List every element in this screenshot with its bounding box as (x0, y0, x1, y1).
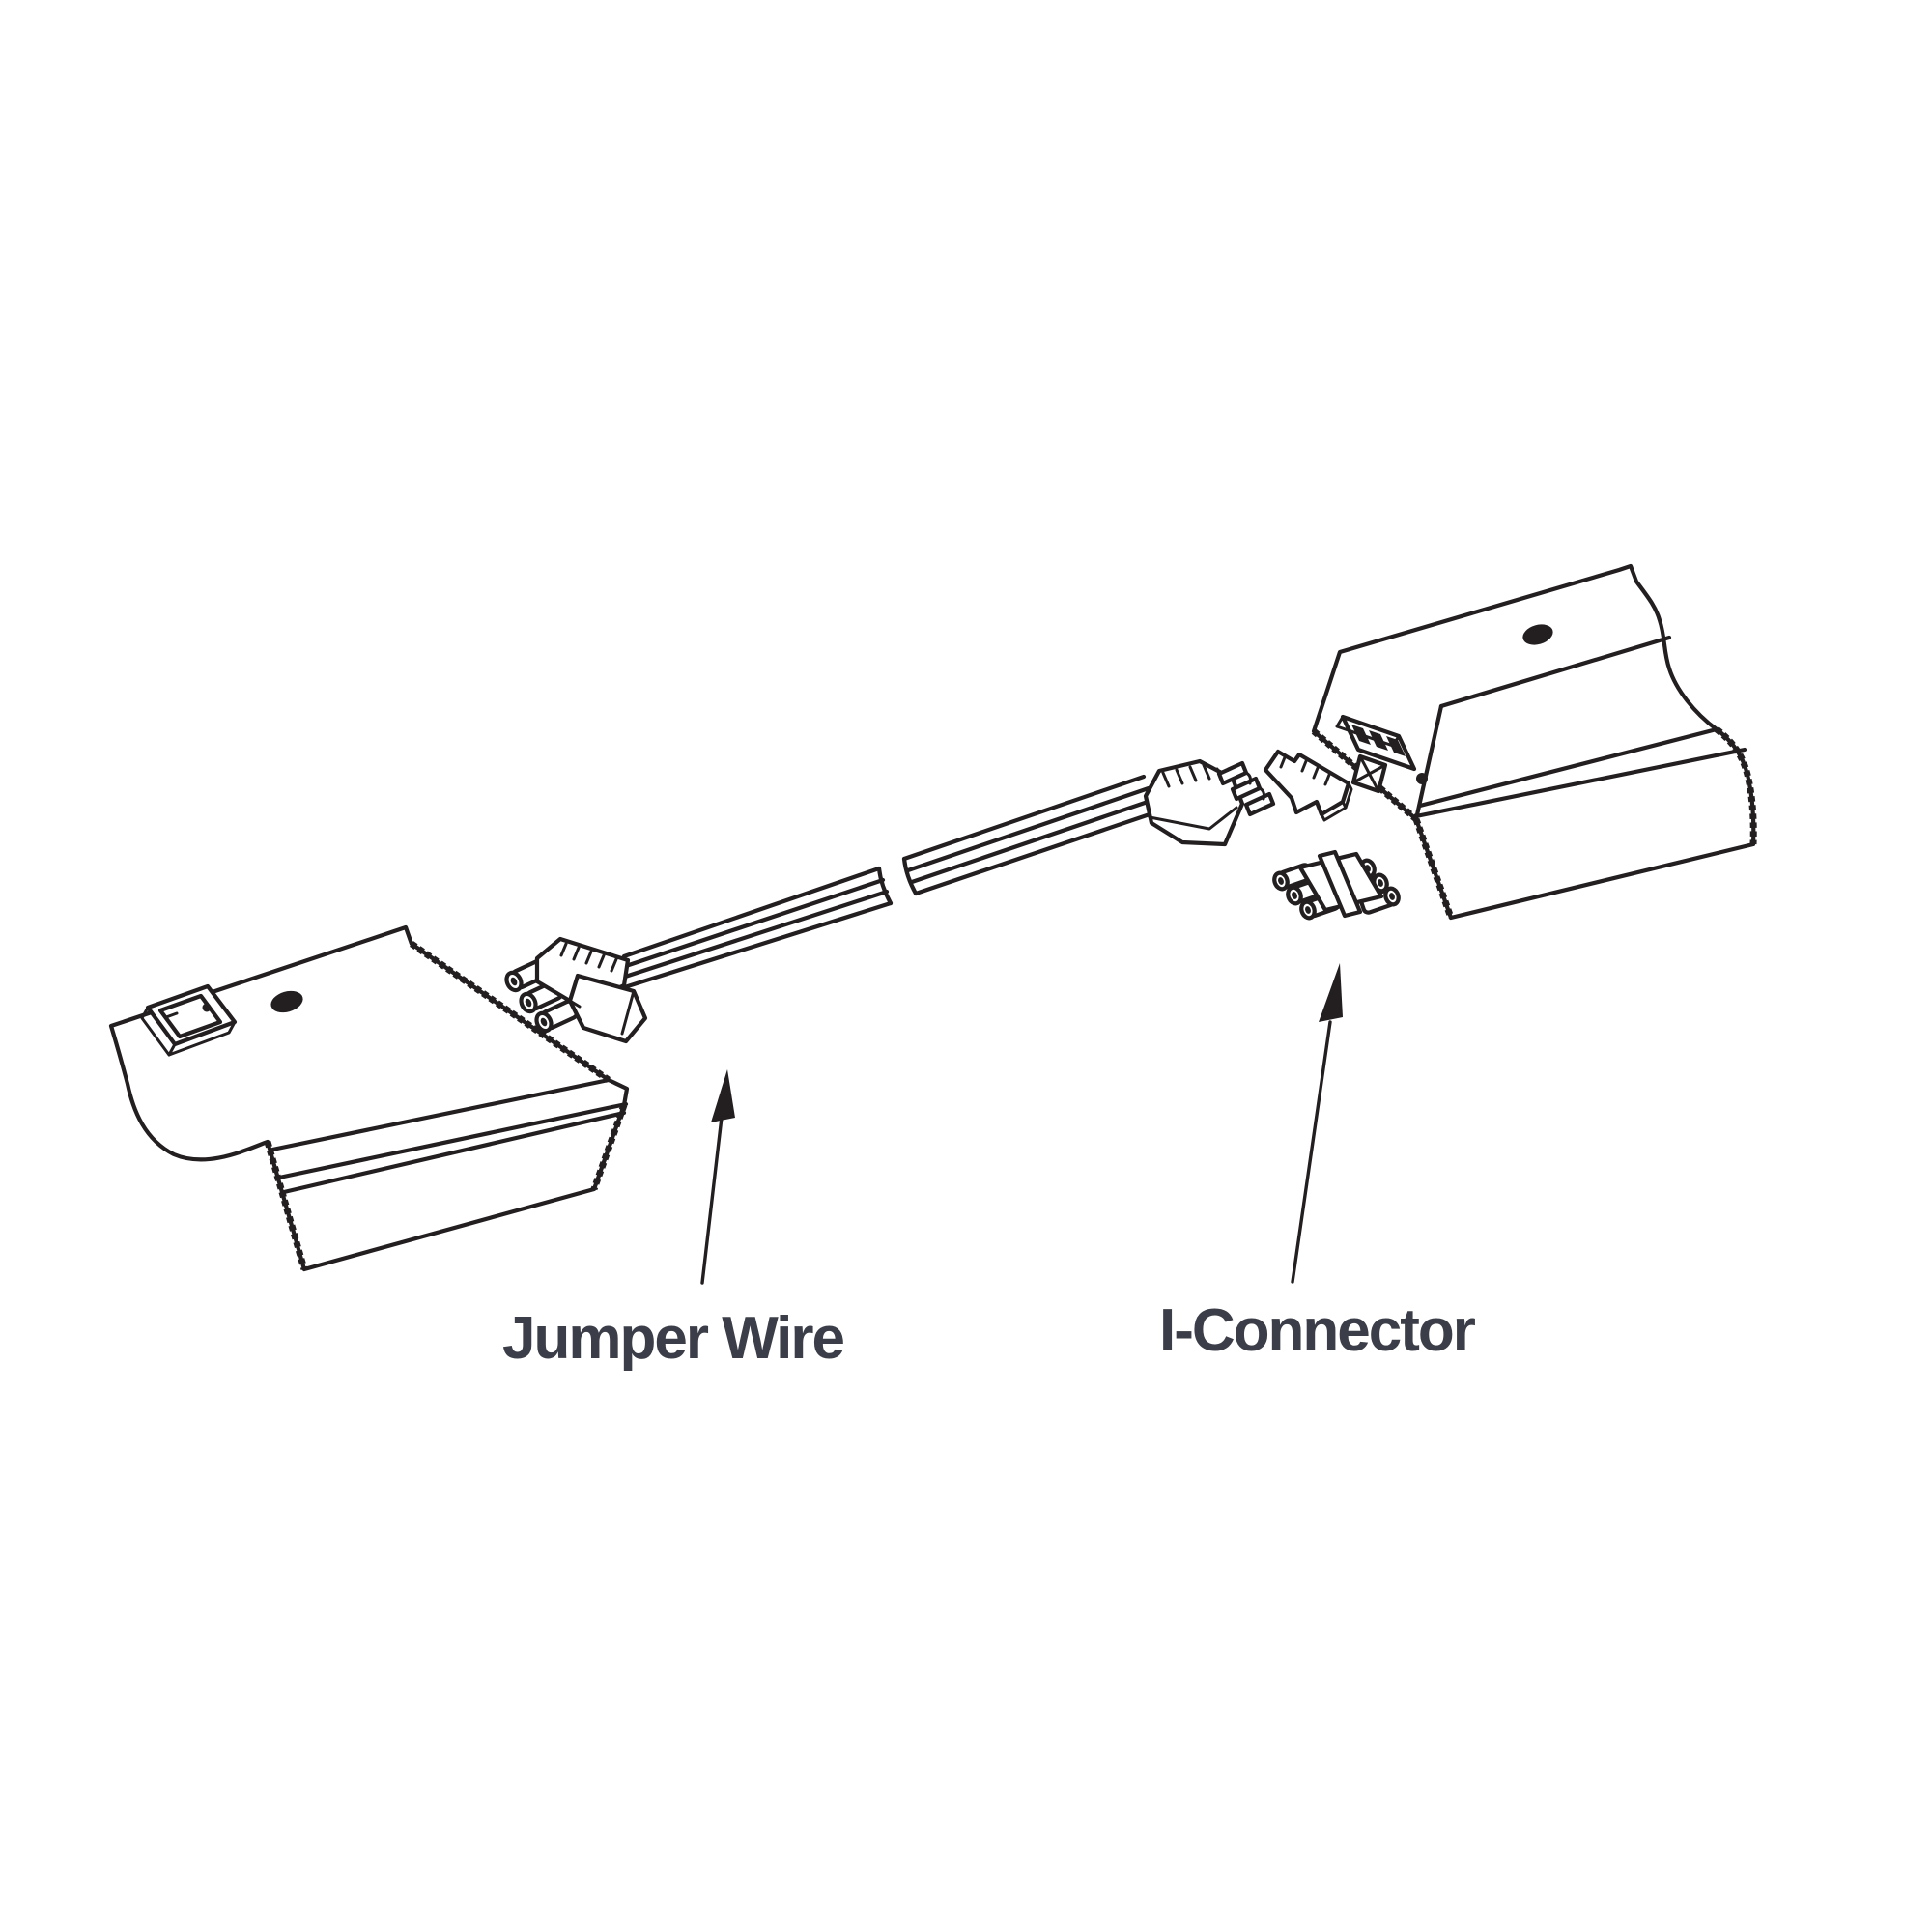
left-fixture-top-crease (270, 1077, 611, 1152)
key-plate (1263, 749, 1353, 822)
i-connector-arrow (1291, 963, 1343, 1284)
right-fixture-top-crease (1438, 635, 1672, 709)
jumper-wire-arrow (700, 1069, 735, 1285)
i-connector-label: I-Connector (1159, 1297, 1476, 1364)
plug-pin (1243, 791, 1276, 817)
i-connector-belt (1317, 849, 1363, 919)
cable-break-left-cap (876, 866, 894, 906)
right-fixture-front-crease (1417, 726, 1719, 809)
jumper-wire-cable (610, 774, 1161, 994)
receptacle-pilot-dot (1416, 773, 1428, 784)
jumper-plug-right (1143, 758, 1276, 847)
i-connector (1272, 849, 1401, 921)
jumper-wire-label: Jumper Wire (502, 1305, 844, 1372)
jumper-plug-left (504, 936, 648, 1044)
left-fixture-screw-hole (270, 990, 303, 1013)
right-fixture-hatched-edges (1311, 728, 1455, 920)
plug-pin (1216, 760, 1249, 786)
right-fixture-body (1311, 563, 1756, 921)
left-fixture-body (108, 924, 630, 1272)
right-fixture-cut-edge (1714, 726, 1757, 845)
rocker-switch (140, 983, 238, 1057)
left-fixture-hatched-edges (264, 941, 628, 1270)
right-light-fixture (1311, 563, 1757, 921)
left-fixture-front-trim (281, 1110, 627, 1195)
receptacle-port (1335, 714, 1428, 794)
plug-pin (1230, 776, 1263, 802)
right-fixture-front-trim (1413, 747, 1747, 819)
right-fixture-screw-hole (1522, 624, 1553, 645)
rocker-switch-dot (202, 1003, 212, 1012)
left-light-fixture (108, 924, 630, 1272)
right-fixture-end-edge (1413, 703, 1444, 822)
left-fixture-front-crease (276, 1101, 629, 1180)
cable-break-right-cap (901, 856, 919, 896)
